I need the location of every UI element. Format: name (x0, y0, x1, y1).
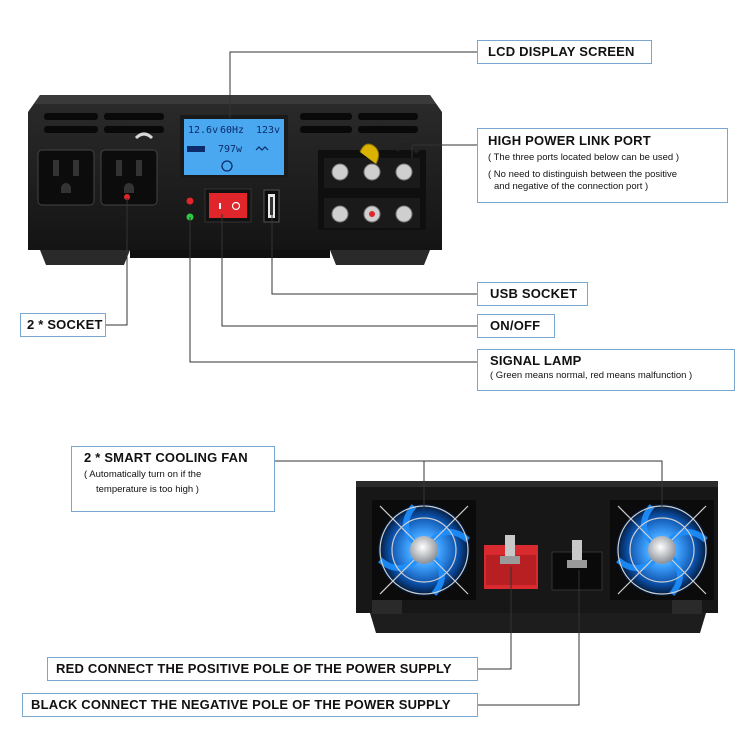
callout-negative-pole: BLACK CONNECT THE NEGATIVE POLE OF THE P… (22, 693, 478, 717)
terminal-post-icon (331, 163, 413, 223)
callout-sockets: 2 * SOCKET (20, 313, 106, 337)
lcd-voltage-in: 12.6v (188, 125, 218, 136)
callout-note: ( Automatically turn on if the (84, 469, 202, 480)
callout-positive-pole: RED CONNECT THE POSITIVE POLE OF THE POW… (47, 657, 478, 681)
callout-note: ( No need to distinguish between the pos… (488, 169, 678, 180)
callout-title: ON/OFF (490, 318, 541, 333)
fan-icon (372, 500, 476, 600)
lcd-voltage-out: 123v (256, 125, 280, 136)
callout-title: HIGH POWER LINK PORT (488, 133, 651, 148)
callout-title: RED CONNECT THE POSITIVE POLE OF THE POW… (56, 661, 452, 676)
ac-outlet-icon (37, 149, 95, 206)
ground-symbol-icon (134, 132, 154, 140)
callout-link-port: HIGH POWER LINK PORT ( The three ports l… (477, 128, 728, 203)
callout-note: temperature is too high ) (96, 484, 199, 495)
rocker-switch-icon (204, 188, 252, 223)
lcd-display (180, 115, 288, 178)
callout-title: LCD DISPLAY SCREEN (488, 44, 635, 59)
callout-note: ( Green means normal, red means malfunct… (490, 370, 693, 381)
callout-on-off: ON/OFF (477, 314, 555, 338)
callout-title: 2 * SMART COOLING FAN (84, 450, 248, 465)
fan-icon (610, 500, 714, 600)
callout-lcd-display: LCD DISPLAY SCREEN (477, 40, 652, 64)
lcd-power: 797w (218, 144, 243, 155)
callout-note: and negative of the connection port ) (494, 181, 649, 192)
callout-signal-lamp: SIGNAL LAMP ( Green means normal, red me… (477, 349, 735, 391)
callout-title: 2 * SOCKET (27, 317, 103, 332)
lcd-frequency: 60Hz (220, 125, 244, 136)
callout-note: ( The three ports located below can be u… (488, 152, 679, 163)
terminal-block (318, 142, 426, 230)
negative-terminal (551, 540, 603, 591)
callout-cooling-fan: 2 * SMART COOLING FAN ( Automatically tu… (71, 446, 275, 512)
callout-title: USB SOCKET (490, 286, 578, 301)
callout-title: BLACK CONNECT THE NEGATIVE POLE OF THE P… (31, 697, 451, 712)
callout-usb-socket: USB SOCKET (477, 282, 588, 306)
callout-title: SIGNAL LAMP (490, 353, 582, 368)
led-indicator-icon (186, 197, 194, 205)
ac-outlet-icon (100, 149, 158, 206)
callout-lines (106, 51, 663, 706)
